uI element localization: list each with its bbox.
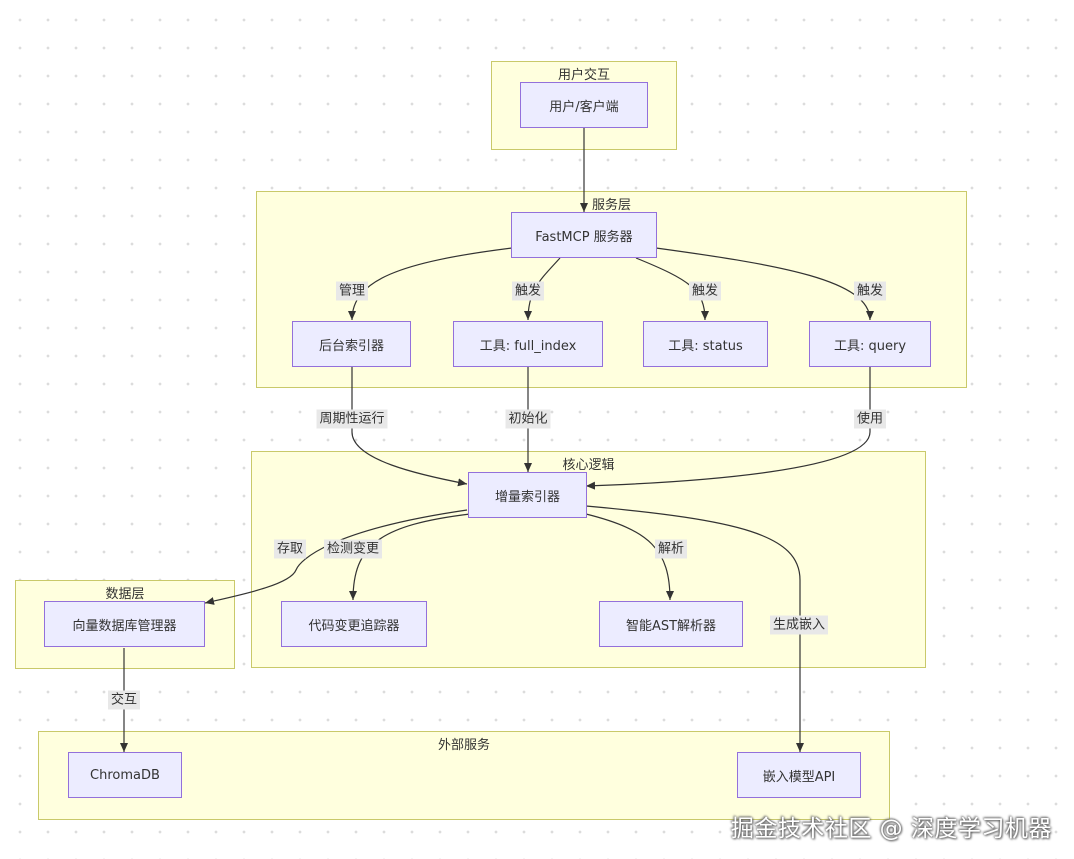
group-title-external-services: 外部服务 — [437, 738, 490, 753]
edge-label-interact: 交互 — [107, 690, 141, 710]
edge-label-trigger-status: 触发 — [688, 281, 722, 301]
edge-label-embed: 生成嵌入 — [769, 615, 829, 635]
group-title-core-logic: 核心逻辑 — [562, 458, 615, 473]
edge-label-manage: 管理 — [335, 281, 369, 301]
node-fastmcp-server[interactable]: FastMCP 服务器 — [511, 212, 657, 258]
edge-incremental-to-vector-db — [204, 509, 468, 605]
node-smart-ast-parser[interactable]: 智能AST解析器 — [599, 601, 743, 647]
edge-query-to-incremental — [585, 367, 871, 490]
group-title-service-layer: 服务层 — [591, 198, 631, 213]
edge-fastmcp-to-bg-indexer — [348, 247, 513, 321]
node-incremental-indexer[interactable]: 增量索引器 — [468, 472, 587, 518]
edge-label-parse: 解析 — [654, 539, 688, 559]
node-tool-full-index[interactable]: 工具: full_index — [453, 321, 603, 367]
edge-label-detect: 检测变更 — [323, 539, 383, 559]
node-code-change-tracker[interactable]: 代码变更追踪器 — [281, 601, 427, 647]
node-user-client[interactable]: 用户/客户端 — [520, 82, 648, 128]
edge-fastmcp-to-query — [655, 247, 874, 321]
watermark: 掘金技术社区 @ 深度学习机器 — [730, 816, 1052, 842]
group-title-user-interaction: 用户交互 — [557, 68, 610, 83]
edge-label-init: 初始化 — [505, 409, 551, 429]
edge-incremental-to-ast-parser — [585, 513, 674, 601]
edge-incremental-to-embed-api — [585, 505, 804, 752]
group-title-data-layer: 数据层 — [105, 587, 145, 602]
edge-label-store: 存取 — [273, 539, 307, 559]
node-tool-query[interactable]: 工具: query — [809, 321, 931, 367]
node-embedding-api[interactable]: 嵌入模型API — [737, 752, 861, 798]
edge-label-trigger-query: 触发 — [853, 281, 887, 301]
edge-label-trigger-full-index: 触发 — [511, 281, 545, 301]
node-background-indexer[interactable]: 后台索引器 — [292, 321, 411, 367]
edge-bg-indexer-to-incremental — [351, 367, 468, 487]
node-vector-db-manager[interactable]: 向量数据库管理器 — [44, 601, 205, 647]
node-chromadb[interactable]: ChromaDB — [68, 752, 182, 798]
edge-label-use: 使用 — [853, 409, 887, 429]
node-tool-status[interactable]: 工具: status — [643, 321, 768, 367]
edge-label-periodic: 周期性运行 — [316, 409, 388, 429]
